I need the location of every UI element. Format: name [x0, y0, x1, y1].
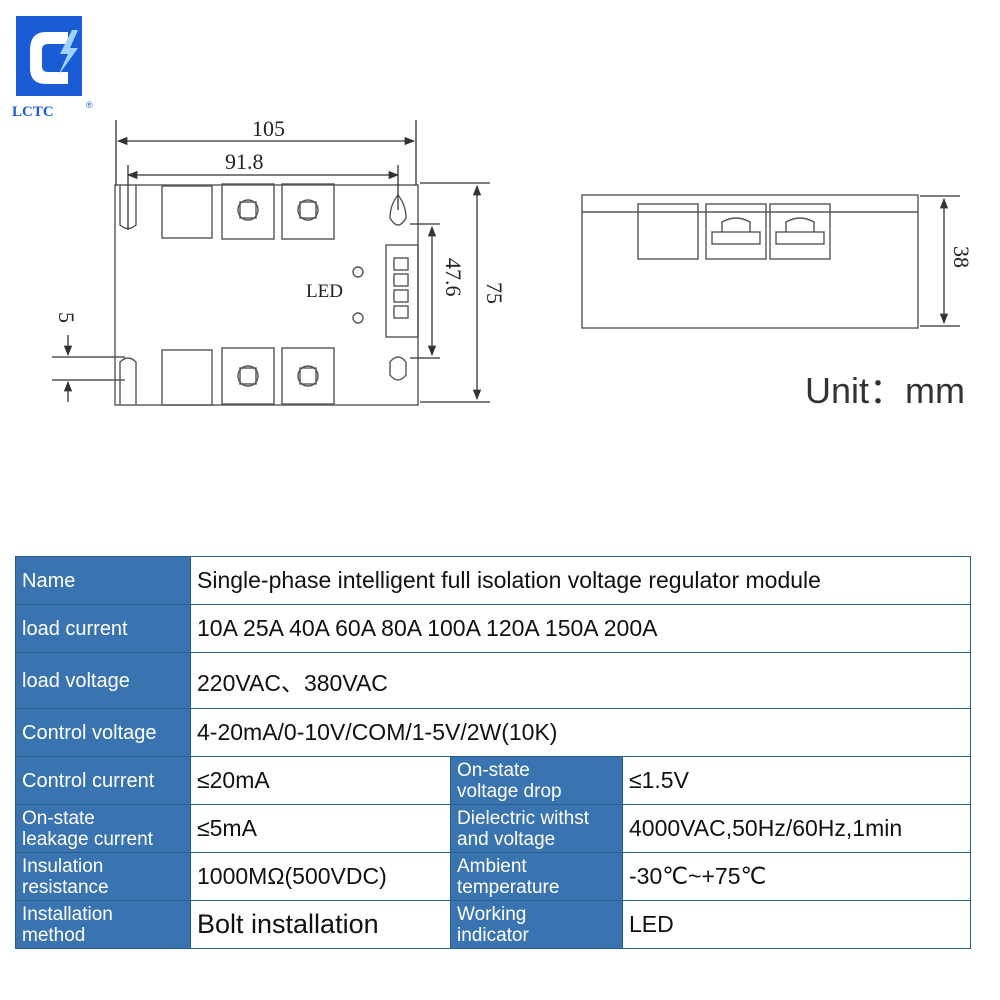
mounting-slot-bottom-right — [389, 356, 407, 381]
spec-key: Working indicator — [450, 900, 623, 949]
spec-value: 1000MΩ(500VDC) — [190, 852, 451, 901]
mounting-slot-bottom-left — [119, 357, 137, 405]
spec-key: Insulation resistance — [15, 852, 191, 901]
table-row: On-state leakage current ≤5mA Dielectric… — [15, 804, 971, 853]
dim-hole-spacing: 91.8 — [225, 149, 264, 174]
led-label: LED — [306, 281, 343, 302]
spec-key: On-state voltage drop — [450, 756, 623, 805]
spec-value: Bolt installation — [190, 900, 451, 949]
table-row: load voltage 220VAC、380VAC — [15, 652, 971, 709]
spec-key: Control voltage — [15, 708, 191, 757]
side-terminal-1 — [705, 203, 767, 260]
spec-value: 4-20mA/0-10V/COM/1-5V/2W(10K) — [190, 708, 971, 757]
dim-overall-height: 75 — [482, 282, 507, 304]
dimension-lines — [63, 120, 490, 403]
side-terminal-block — [637, 203, 699, 260]
spec-key: load current — [15, 604, 191, 653]
logo-registered-mark: ® — [86, 100, 93, 110]
spec-key: load voltage — [15, 652, 191, 709]
spec-value: -30℃~+75℃ — [622, 852, 971, 901]
table-row: Installation method Bolt installation Wo… — [15, 900, 971, 949]
brand-logo: LCTC ® — [12, 16, 93, 120]
spec-key: Dielectric withst and voltage — [450, 804, 623, 853]
table-row: Name Single-phase intelligent full isola… — [15, 556, 971, 605]
dim-hole-vertical: 47.6 — [441, 258, 466, 297]
spec-key: Control current — [15, 756, 191, 805]
dim-overall-width: 105 — [252, 116, 285, 141]
spec-value: ≤5mA — [190, 804, 451, 853]
spec-key: Ambient temperature — [450, 852, 623, 901]
spec-value: 220VAC、380VAC — [190, 652, 971, 709]
control-connector — [385, 244, 419, 338]
lightning-icon — [58, 30, 78, 76]
dim-slot: 5 — [54, 312, 79, 323]
spec-key: On-state leakage current — [15, 804, 191, 853]
terminal-bottom-2 — [281, 347, 335, 405]
terminal-bottom-1 — [221, 347, 275, 405]
terminal-top-2 — [281, 183, 335, 240]
screw-icon — [239, 367, 257, 385]
screw-icon — [237, 199, 259, 221]
dim-side-height: 38 — [949, 246, 974, 268]
screw-icon — [299, 367, 317, 385]
screw-icon — [297, 199, 319, 221]
led-indicator-icon — [352, 312, 364, 324]
spec-table: Name Single-phase intelligent full isola… — [15, 556, 971, 949]
module-outline — [114, 184, 419, 406]
spec-value: Single-phase intelligent full isolation … — [190, 556, 971, 605]
spec-value: ≤1.5V — [622, 756, 971, 805]
logo-brand-text: LCTC — [12, 104, 54, 120]
spec-key: Name — [15, 556, 191, 605]
spec-value: LED — [622, 900, 971, 949]
terminal-block-left-top — [161, 185, 213, 239]
screw-icon — [237, 365, 259, 387]
spec-value: ≤20mA — [190, 756, 451, 805]
side-terminal-2 — [769, 203, 831, 260]
side-outline — [581, 194, 919, 329]
table-row: Control voltage 4-20mA/0-10V/COM/1-5V/2W… — [15, 708, 971, 757]
side-view — [581, 194, 919, 329]
spec-key: Installation method — [15, 900, 191, 949]
screw-icon — [299, 201, 317, 219]
table-row: load current 10A 25A 40A 60A 80A 100A 12… — [15, 604, 971, 653]
dimension-drawing: 105 91.8 47.6 75 5 LED 38 — [52, 116, 974, 406]
terminal-block-left-bottom — [161, 349, 213, 406]
led-indicator-icon — [352, 266, 364, 278]
spec-value: 10A 25A 40A 60A 80A 100A 120A 150A 200A — [190, 604, 971, 653]
unit-label: Unit：mm — [805, 370, 965, 411]
table-row: Insulation resistance 1000MΩ(500VDC) Amb… — [15, 852, 971, 901]
mounting-slot-top-right — [389, 194, 407, 226]
screw-icon — [239, 201, 257, 219]
table-row: Control current ≤20mA On-state voltage d… — [15, 756, 971, 805]
top-view — [52, 183, 419, 406]
terminal-top-1 — [221, 183, 275, 240]
logo-c-mark — [30, 32, 68, 84]
spec-value: 4000VAC,50Hz/60Hz,1min — [622, 804, 971, 853]
screw-icon — [297, 365, 319, 387]
